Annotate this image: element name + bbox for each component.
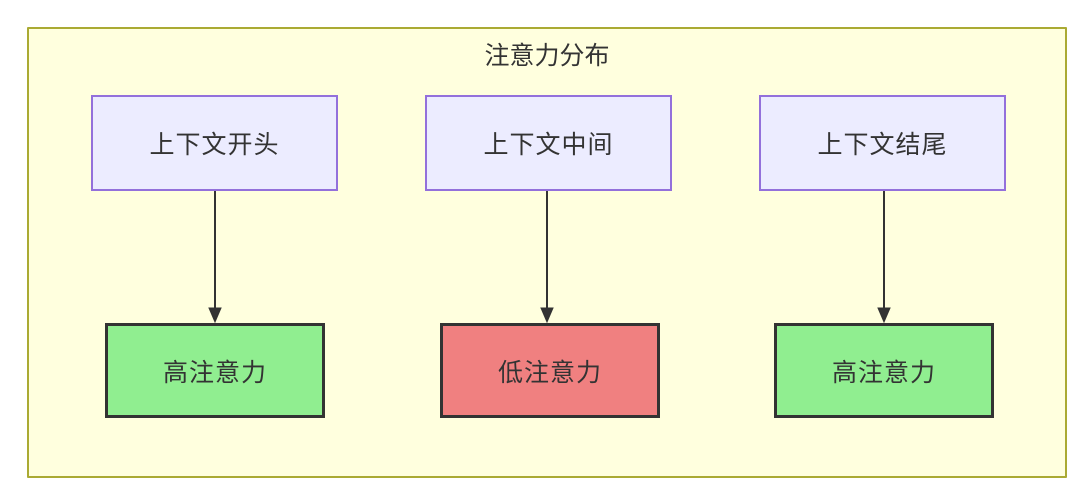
arrow-down-icon [877,191,891,323]
source-node-context-middle: 上下文中间 [425,95,672,191]
arrow-down-icon [208,191,222,323]
source-node-context-start: 上下文开头 [91,95,338,191]
source-node-label: 上下文开头 [149,131,280,159]
target-node-high-attention-1: 高注意力 [105,323,325,418]
target-node-label: 高注意力 [831,358,936,387]
target-node-high-attention-2: 高注意力 [774,323,994,418]
target-node-label: 低注意力 [497,358,602,387]
source-node-context-end: 上下文结尾 [759,95,1006,191]
diagram-title: 注意力分布 [484,42,610,70]
source-node-label: 上下文中间 [483,131,614,159]
arrow-down-icon [540,191,554,323]
target-node-label: 高注意力 [162,358,267,387]
target-node-low-attention: 低注意力 [440,323,660,418]
attention-distribution-container: 注意力分布 上下文开头 高注意力 上下文中间 低注意力 [27,27,1067,478]
source-node-label: 上下文结尾 [817,131,948,159]
